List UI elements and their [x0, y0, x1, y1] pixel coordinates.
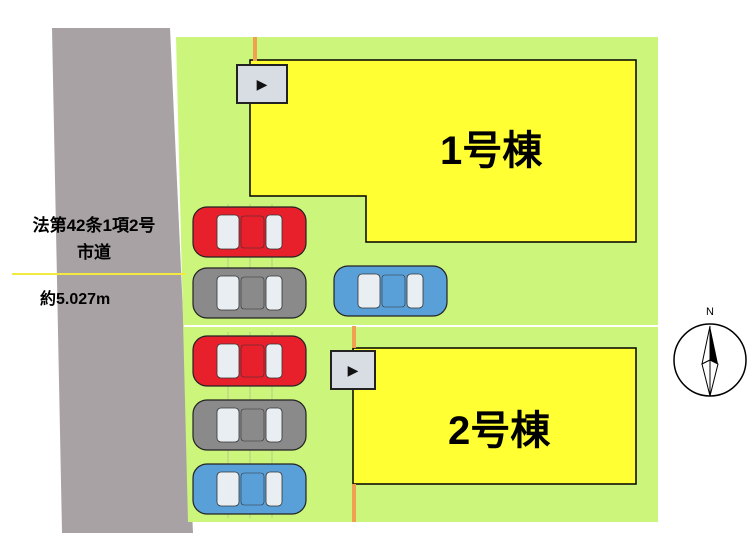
- play-triangle-icon: ▶: [347, 362, 359, 378]
- boundary-post: [352, 326, 356, 348]
- compass-rose-icon: [673, 323, 747, 397]
- parked-car: [192, 399, 307, 451]
- parked-car: [192, 463, 307, 515]
- road-description: 法第42条1項2号 市道: [0, 212, 188, 266]
- parked-car: [192, 206, 307, 258]
- compass: N: [672, 306, 748, 402]
- boundary-post: [253, 37, 257, 61]
- parked-cars: [192, 206, 448, 515]
- parked-car: [192, 335, 307, 387]
- building-2-label: 2号棟: [448, 409, 551, 453]
- road-width-label: 約5.027m: [40, 291, 111, 308]
- parked-car: [192, 267, 307, 319]
- entrance-marker-2: ▶: [330, 350, 376, 390]
- entrance-marker-1: ▶: [236, 64, 288, 104]
- road-type-label: 市道: [77, 243, 111, 262]
- building-1-footprint: [249, 59, 637, 243]
- road-legal-label: 法第42条1項2号: [32, 216, 156, 235]
- play-triangle-icon: ▶: [256, 76, 268, 92]
- parked-car: [333, 265, 448, 317]
- compass-north-label: N: [706, 306, 714, 318]
- road: [52, 28, 193, 533]
- building-2-footprint: [352, 347, 637, 485]
- building-1-label: 1号棟: [440, 129, 543, 173]
- boundary-post: [352, 484, 356, 522]
